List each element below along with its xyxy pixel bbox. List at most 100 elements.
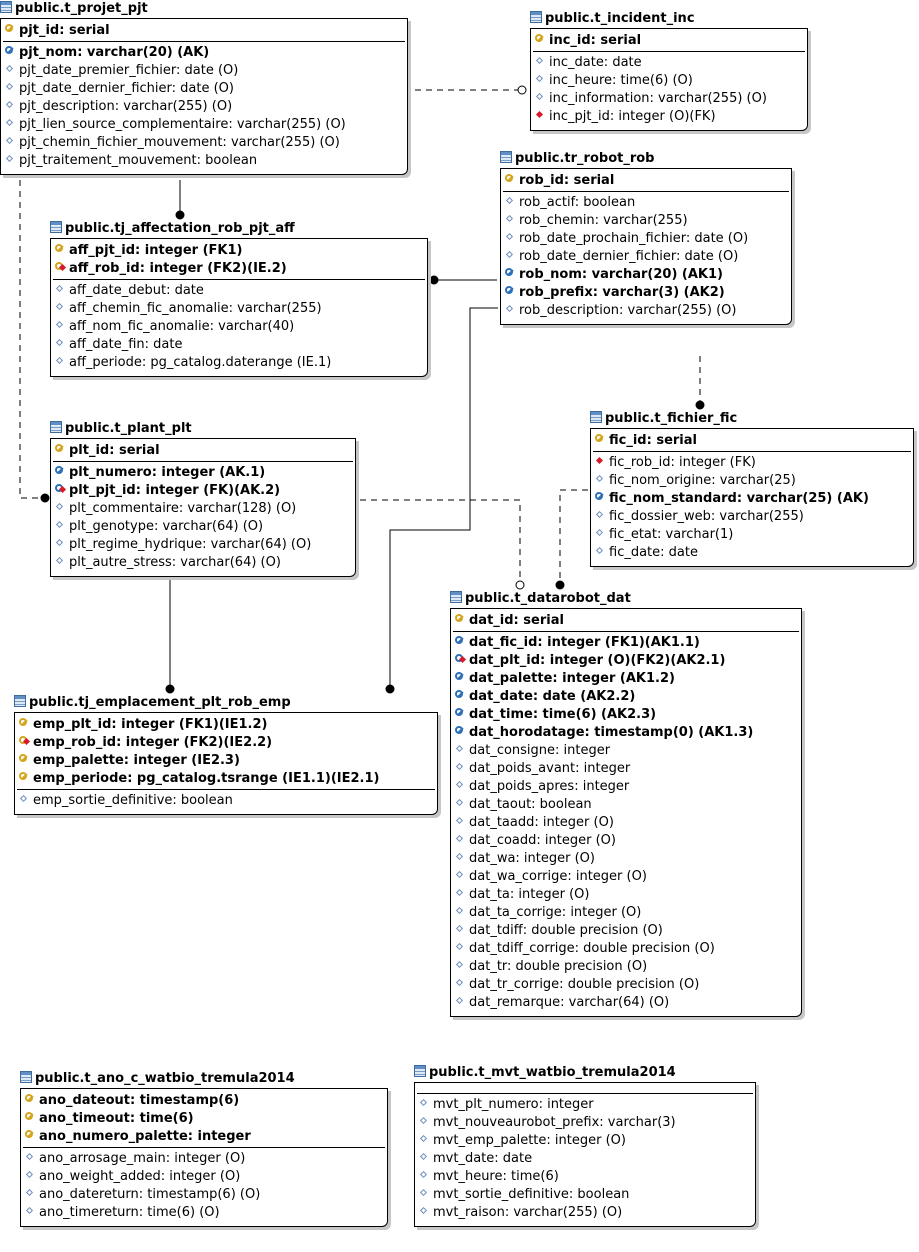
attribute-field[interactable]: ano_arrosage_main: integer (O) — [24, 1150, 384, 1168]
primary-key-field[interactable]: inc_id: serial — [534, 32, 804, 50]
attribute-field[interactable]: dat_fic_id: integer (FK1)(AK1.1) — [454, 634, 798, 652]
attribute-field[interactable]: rob_description: varchar(255) (O) — [504, 302, 788, 320]
entity-title[interactable]: public.t_datarobot_dat — [450, 590, 631, 608]
primary-key-field[interactable]: ano_numero_palette: integer — [24, 1128, 384, 1146]
entity-title[interactable]: public.tj_affectation_rob_pjt_aff — [50, 220, 295, 238]
primary-key-field[interactable]: aff_pjt_id: integer (FK1) — [54, 242, 424, 260]
attribute-field[interactable]: ano_datereturn: timestamp(6) (O) — [24, 1186, 384, 1204]
attribute-field[interactable]: dat_wa: integer (O) — [454, 850, 798, 868]
primary-key-field[interactable]: emp_rob_id: integer (FK2)(IE2.2) — [18, 734, 434, 752]
attribute-field[interactable]: plt_numero: integer (AK.1) — [54, 464, 352, 482]
attribute-field[interactable]: rob_date_dernier_fichier: date (O) — [504, 248, 788, 266]
attribute-field[interactable]: plt_pjt_id: integer (FK)(AK.2) — [54, 482, 352, 500]
relationship-line-plt-dat[interactable] — [360, 499, 521, 585]
attribute-field[interactable]: mvt_date: date — [418, 1150, 752, 1168]
attribute-field[interactable]: fic_date: date — [594, 544, 910, 562]
attribute-field[interactable]: dat_consigne: integer — [454, 742, 798, 760]
attribute-field[interactable]: emp_sortie_definitive: boolean — [18, 792, 434, 810]
attribute-field[interactable]: mvt_emp_palette: integer (O) — [418, 1132, 752, 1150]
attribute-field[interactable]: pjt_chemin_fichier_mouvement: varchar(25… — [4, 134, 404, 152]
entity-title[interactable]: public.t_ano_c_watbio_tremula2014 — [20, 1070, 295, 1088]
attribute-field[interactable]: dat_poids_apres: integer — [454, 778, 798, 796]
primary-key-field[interactable]: plt_id: serial — [54, 442, 352, 460]
primary-key-field[interactable]: pjt_id: serial — [4, 22, 404, 40]
attribute-field[interactable]: aff_date_fin: date — [54, 336, 424, 354]
attribute-field[interactable]: pjt_date_dernier_fichier: date (O) — [4, 80, 404, 98]
attribute-field[interactable]: inc_heure: time(6) (O) — [534, 72, 804, 90]
attribute-field[interactable]: plt_autre_stress: varchar(64) (O) — [54, 554, 352, 572]
attribute-field[interactable]: dat_tdiff: double precision (O) — [454, 922, 798, 940]
primary-key-field[interactable]: emp_periode: pg_catalog.tsrange (IE1.1)(… — [18, 770, 434, 788]
attribute-field[interactable]: aff_chemin_fic_anomalie: varchar(255) — [54, 300, 424, 318]
attribute-field[interactable]: rob_chemin: varchar(255) — [504, 212, 788, 230]
attribute-field[interactable]: fic_rob_id: integer (FK) — [594, 454, 910, 472]
attribute-field[interactable]: pjt_traitement_mouvement: boolean — [4, 152, 404, 170]
attribute-field[interactable]: rob_actif: boolean — [504, 194, 788, 212]
attribute-field[interactable]: dat_ta: integer (O) — [454, 886, 798, 904]
attribute-field[interactable]: rob_date_prochain_fichier: date (O) — [504, 230, 788, 248]
attribute-field[interactable]: dat_tr: double precision (O) — [454, 958, 798, 976]
primary-key-field[interactable]: ano_dateout: timestamp(6) — [24, 1092, 384, 1110]
primary-key-field[interactable]: aff_rob_id: integer (FK2)(IE.2) — [54, 260, 424, 278]
attribute-field[interactable]: dat_time: time(6) (AK2.3) — [454, 706, 798, 724]
primary-key-field[interactable]: emp_plt_id: integer (FK1)(IE1.2) — [18, 716, 434, 734]
attribute-field[interactable]: fic_etat: varchar(1) — [594, 526, 910, 544]
attribute-field[interactable]: pjt_description: varchar(255) (O) — [4, 98, 404, 116]
entity-title[interactable]: public.t_mvt_watbio_tremula2014 — [414, 1064, 676, 1082]
attribute-field[interactable]: fic_nom_standard: varchar(25) (AK) — [594, 490, 910, 508]
mandatory-end-dot — [695, 400, 705, 410]
attribute-field[interactable]: dat_taadd: integer (O) — [454, 814, 798, 832]
attribute-field[interactable]: fic_nom_origine: varchar(25) — [594, 472, 910, 490]
attribute-field[interactable]: ano_weight_added: integer (O) — [24, 1168, 384, 1186]
entity-title[interactable]: public.tr_robot_rob — [500, 150, 655, 168]
attribute-field[interactable]: aff_date_debut: date — [54, 282, 424, 300]
attribute-field[interactable]: inc_date: date — [534, 54, 804, 72]
relationship-line-fic-dat[interactable] — [559, 489, 588, 585]
attribute-field[interactable]: plt_genotype: varchar(64) (O) — [54, 518, 352, 536]
attribute-field[interactable]: dat_horodatage: timestamp(0) (AK1.3) — [454, 724, 798, 742]
attribute-field[interactable]: rob_prefix: varchar(3) (AK2) — [504, 284, 788, 302]
primary-key-field[interactable]: dat_id: serial — [454, 612, 798, 630]
attribute-field[interactable]: dat_palette: integer (AK1.2) — [454, 670, 798, 688]
attribute-field[interactable]: pjt_date_premier_fichier: date (O) — [4, 62, 404, 80]
entity-title[interactable]: public.t_projet_pjt — [0, 0, 148, 18]
key-separator — [3, 41, 405, 42]
attribute-field[interactable]: dat_plt_id: integer (O)(FK2)(AK2.1) — [454, 652, 798, 670]
entity-title[interactable]: public.t_fichier_fic — [590, 410, 737, 428]
attribute-field[interactable]: dat_ta_corrige: integer (O) — [454, 904, 798, 922]
relationship-line-rob-emp[interactable] — [389, 307, 498, 689]
entity-title[interactable]: public.tj_emplacement_plt_rob_emp — [14, 694, 291, 712]
primary-key-field[interactable]: fic_id: serial — [594, 432, 910, 450]
attribute-field[interactable]: aff_periode: pg_catalog.daterange (IE.1) — [54, 354, 424, 372]
attribute-field[interactable]: dat_poids_avant: integer — [454, 760, 798, 778]
attribute-field[interactable]: pjt_nom: varchar(20) (AK) — [4, 44, 404, 62]
attribute-field[interactable]: mvt_sortie_definitive: boolean — [418, 1186, 752, 1204]
entity-title[interactable]: public.t_plant_plt — [50, 420, 192, 438]
attribute-field[interactable]: plt_commentaire: varchar(128) (O) — [54, 500, 352, 518]
attribute-field[interactable]: ano_timereturn: time(6) (O) — [24, 1204, 384, 1222]
attribute-field[interactable]: pjt_lien_source_complementaire: varchar(… — [4, 116, 404, 134]
primary-key-field[interactable]: emp_palette: integer (IE2.3) — [18, 752, 434, 770]
attribute-field[interactable]: mvt_nouveaurobot_prefix: varchar(3) — [418, 1114, 752, 1132]
attribute-field[interactable]: inc_information: varchar(255) (O) — [534, 90, 804, 108]
attribute-field[interactable]: aff_nom_fic_anomalie: varchar(40) — [54, 318, 424, 336]
attribute-field[interactable]: dat_coadd: integer (O) — [454, 832, 798, 850]
attribute-field[interactable]: fic_dossier_web: varchar(255) — [594, 508, 910, 526]
primary-key-field[interactable]: ano_timeout: time(6) — [24, 1110, 384, 1128]
entity-title[interactable]: public.t_incident_inc — [530, 10, 695, 28]
attribute-field[interactable]: inc_pjt_id: integer (O)(FK) — [534, 108, 804, 126]
attribute-field[interactable]: dat_wa_corrige: integer (O) — [454, 868, 798, 886]
attribute-field[interactable]: rob_nom: varchar(20) (AK1) — [504, 266, 788, 284]
attribute-field[interactable]: mvt_raison: varchar(255) (O) — [418, 1204, 752, 1222]
attribute-field[interactable]: dat_tr_corrige: double precision (O) — [454, 976, 798, 994]
attribute-field[interactable]: mvt_plt_numero: integer — [418, 1096, 752, 1114]
relationship-line-pjt-plt[interactable] — [19, 180, 45, 499]
attribute-field[interactable]: dat_taout: boolean — [454, 796, 798, 814]
attribute-field[interactable]: dat_tdiff_corrige: double precision (O) — [454, 940, 798, 958]
attribute-field[interactable]: mvt_heure: time(6) — [418, 1168, 752, 1186]
attribute-field[interactable]: dat_date: date (AK2.2) — [454, 688, 798, 706]
primary-key-field[interactable]: rob_id: serial — [504, 172, 788, 190]
attribute-field[interactable]: plt_regime_hydrique: varchar(64) (O) — [54, 536, 352, 554]
attribute-field[interactable]: dat_remarque: varchar(64) (O) — [454, 994, 798, 1012]
